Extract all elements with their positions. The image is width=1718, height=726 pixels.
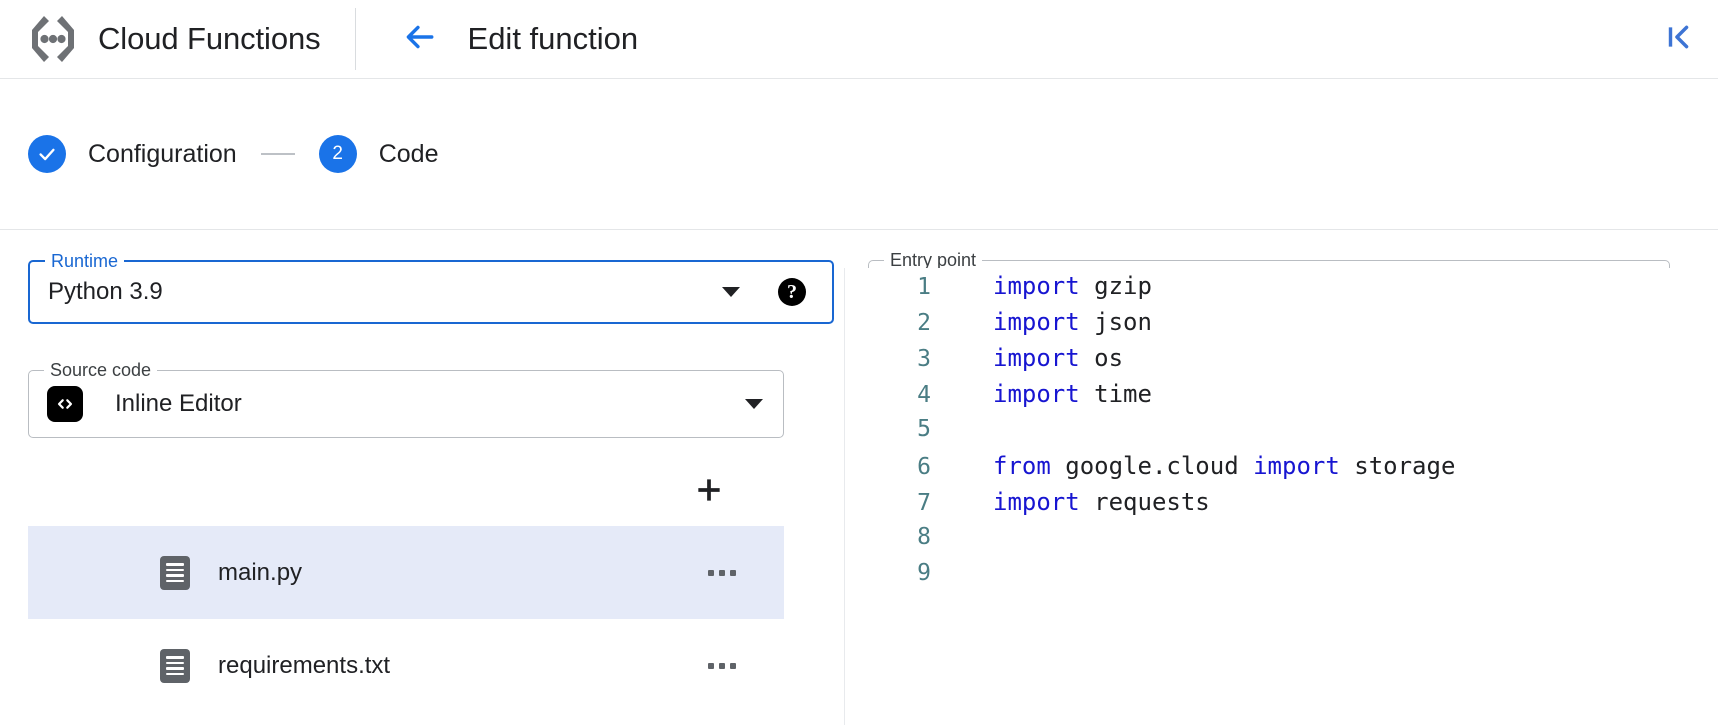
step-connector	[260, 153, 295, 155]
first-page-icon	[1663, 22, 1693, 57]
code-identifier: google.cloud	[1050, 452, 1254, 480]
code-keyword: import	[993, 272, 1080, 300]
collapse-panel-button[interactable]	[1656, 17, 1700, 61]
runtime-label: Runtime	[45, 251, 125, 271]
code-identifier: json	[1079, 308, 1152, 336]
content-area: Runtime Python 3.9 ? Source code Inline …	[0, 230, 1718, 725]
code-identifier: time	[1079, 380, 1152, 408]
source-code-value: Inline Editor	[115, 390, 242, 417]
code-line: 6 from google.cloud import storage	[845, 452, 1718, 488]
source-code-row: Source code Inline Editor	[28, 360, 784, 438]
code-identifier: requests	[1079, 488, 1210, 516]
code-line: 2 import json	[845, 308, 1718, 344]
file-name: main.py	[218, 558, 303, 586]
entry-point-label: Entry point	[884, 250, 983, 270]
file-row-requirements-txt[interactable]: requirements.txt	[28, 619, 784, 712]
right-panel: 1 import gzip 2 import json 3 import os 4 impor…	[844, 268, 1718, 725]
code-line: 4 import time	[845, 380, 1718, 416]
line-content[interactable]: import requests	[941, 488, 1210, 516]
file-row-main-py[interactable]: main.py	[28, 526, 784, 619]
file-name: requirements.txt	[218, 651, 391, 679]
file-list: main.py requirements.txt	[28, 526, 784, 712]
app-bar-divider	[354, 8, 356, 70]
line-content[interactable]: import os	[941, 344, 1123, 372]
step-code[interactable]: 2 Code	[318, 135, 439, 173]
file-more-options-icon[interactable]	[702, 653, 742, 679]
code-editor[interactable]: 1 import gzip 2 import json 3 import os 4 impor…	[845, 268, 1718, 725]
line-content[interactable]: import gzip	[941, 272, 1152, 300]
runtime-value: Python 3.9	[48, 278, 163, 305]
line-content[interactable]: from google.cloud import storage	[941, 452, 1455, 480]
file-description-icon	[160, 555, 190, 590]
code-line: 5	[845, 416, 1718, 452]
inline-editor-code-icon	[47, 386, 83, 422]
line-number: 9	[917, 560, 931, 586]
back-button[interactable]	[396, 16, 442, 62]
file-description-icon	[160, 648, 190, 683]
chevron-down-icon[interactable]	[722, 287, 740, 297]
line-number: 6	[917, 454, 931, 480]
step-code-label: Code	[378, 139, 439, 168]
code-line: 1 import gzip	[845, 272, 1718, 308]
step-configuration-indicator	[28, 135, 66, 173]
code-identifier: os	[1079, 344, 1124, 372]
cloud-functions-logo-icon	[22, 8, 84, 70]
wizard-stepper: Configuration 2 Code	[0, 79, 1718, 230]
left-panel: Runtime Python 3.9 ? Source code Inline …	[0, 230, 844, 725]
step-code-indicator: 2	[318, 135, 357, 173]
line-number: 7	[917, 490, 931, 516]
code-identifier: gzip	[1079, 272, 1152, 300]
code-keyword: import	[993, 308, 1080, 336]
step-configuration-label: Configuration	[88, 139, 237, 168]
file-toolbar	[28, 462, 784, 518]
line-number: 3	[917, 346, 931, 372]
code-identifier: storage	[1339, 452, 1456, 480]
line-number: 8	[917, 524, 931, 550]
app-bar-actions	[1656, 17, 1718, 61]
file-more-options-icon[interactable]	[702, 560, 742, 586]
code-line: 3 import os	[845, 344, 1718, 380]
line-number: 4	[917, 382, 931, 408]
add-file-button[interactable]	[688, 469, 730, 511]
code-line: 9	[845, 560, 1718, 596]
line-number: 1	[917, 274, 931, 300]
code-lines: 1 import gzip 2 import json 3 import os 4 impor…	[845, 272, 1718, 596]
line-content[interactable]: import json	[941, 308, 1152, 336]
code-keyword: import	[1253, 452, 1340, 480]
page-title: Edit function	[467, 21, 639, 56]
line-number: 5	[917, 416, 931, 442]
line-number: 2	[917, 310, 931, 336]
source-code-select[interactable]: Source code Inline Editor	[28, 360, 784, 438]
app-bar: Cloud Functions Edit function	[0, 0, 1718, 79]
runtime-select[interactable]: Runtime Python 3.9	[28, 251, 834, 324]
product-brand[interactable]: Cloud Functions	[0, 0, 321, 78]
source-code-label: Source code	[44, 360, 158, 380]
code-keyword: from	[993, 452, 1051, 480]
code-keyword: import	[993, 344, 1080, 372]
line-content[interactable]: import time	[941, 380, 1152, 408]
runtime-help-icon[interactable]: ?	[778, 278, 806, 306]
code-line: 8	[845, 524, 1718, 560]
product-title: Cloud Functions	[98, 21, 321, 56]
step-configuration[interactable]: Configuration	[28, 135, 237, 173]
code-keyword: import	[993, 488, 1080, 516]
runtime-row: Runtime Python 3.9 ?	[28, 251, 834, 324]
code-line: 7 import requests	[845, 488, 1718, 524]
code-keyword: import	[993, 380, 1080, 408]
chevron-down-icon[interactable]	[745, 399, 763, 409]
arrow-left-icon	[402, 20, 436, 59]
